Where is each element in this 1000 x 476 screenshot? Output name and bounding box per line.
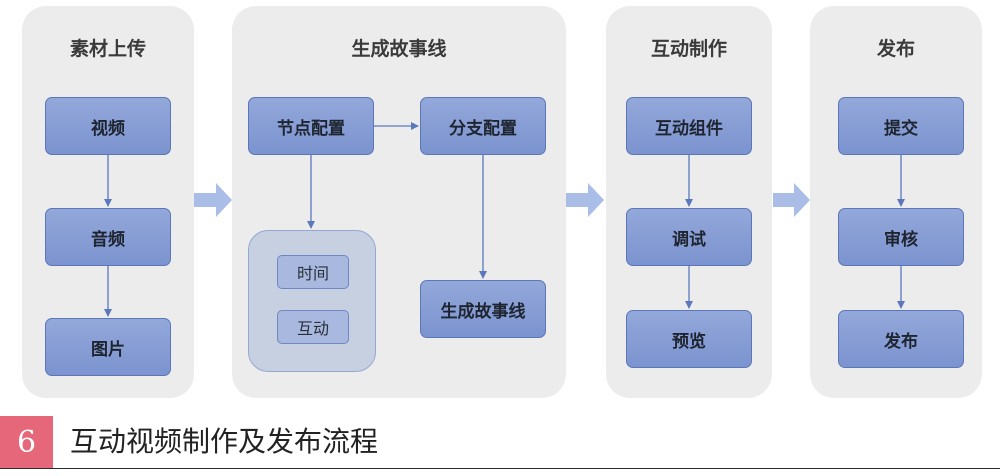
node-submit: 提交	[838, 97, 964, 155]
node-generate-storyline: 生成故事线	[420, 280, 546, 338]
node-debug: 调试	[626, 208, 752, 266]
node-audio: 音频	[45, 208, 171, 266]
caption-text: 互动视频制作及发布流程	[70, 425, 379, 458]
node-branch-config: 分支配置	[420, 97, 546, 155]
panel-title-publish: 发布	[876, 38, 915, 60]
node-interactive-component: 互动组件	[626, 97, 752, 155]
node-review: 审核	[838, 208, 964, 266]
option-interaction: 互动	[277, 310, 349, 344]
node-preview: 预览	[626, 310, 752, 368]
caption-number: 6	[0, 416, 53, 468]
figure-caption: 6 互动视频制作及发布流程	[0, 416, 1000, 469]
stage-arrow-1	[194, 183, 232, 217]
node-node-config: 节点配置	[248, 97, 374, 155]
panel-title-upload: 素材上传	[69, 38, 146, 60]
node-video: 视频	[45, 97, 171, 155]
node-options-group: 时间 互动	[248, 230, 376, 372]
panel-title-storyline: 生成故事线	[351, 38, 447, 60]
node-publish: 发布	[838, 310, 964, 368]
stage-arrow-2	[566, 183, 604, 217]
node-image: 图片	[45, 318, 171, 376]
panel-title-interactive: 互动制作	[650, 38, 727, 60]
stage-arrow-3	[773, 183, 810, 217]
option-time: 时间	[277, 255, 349, 289]
